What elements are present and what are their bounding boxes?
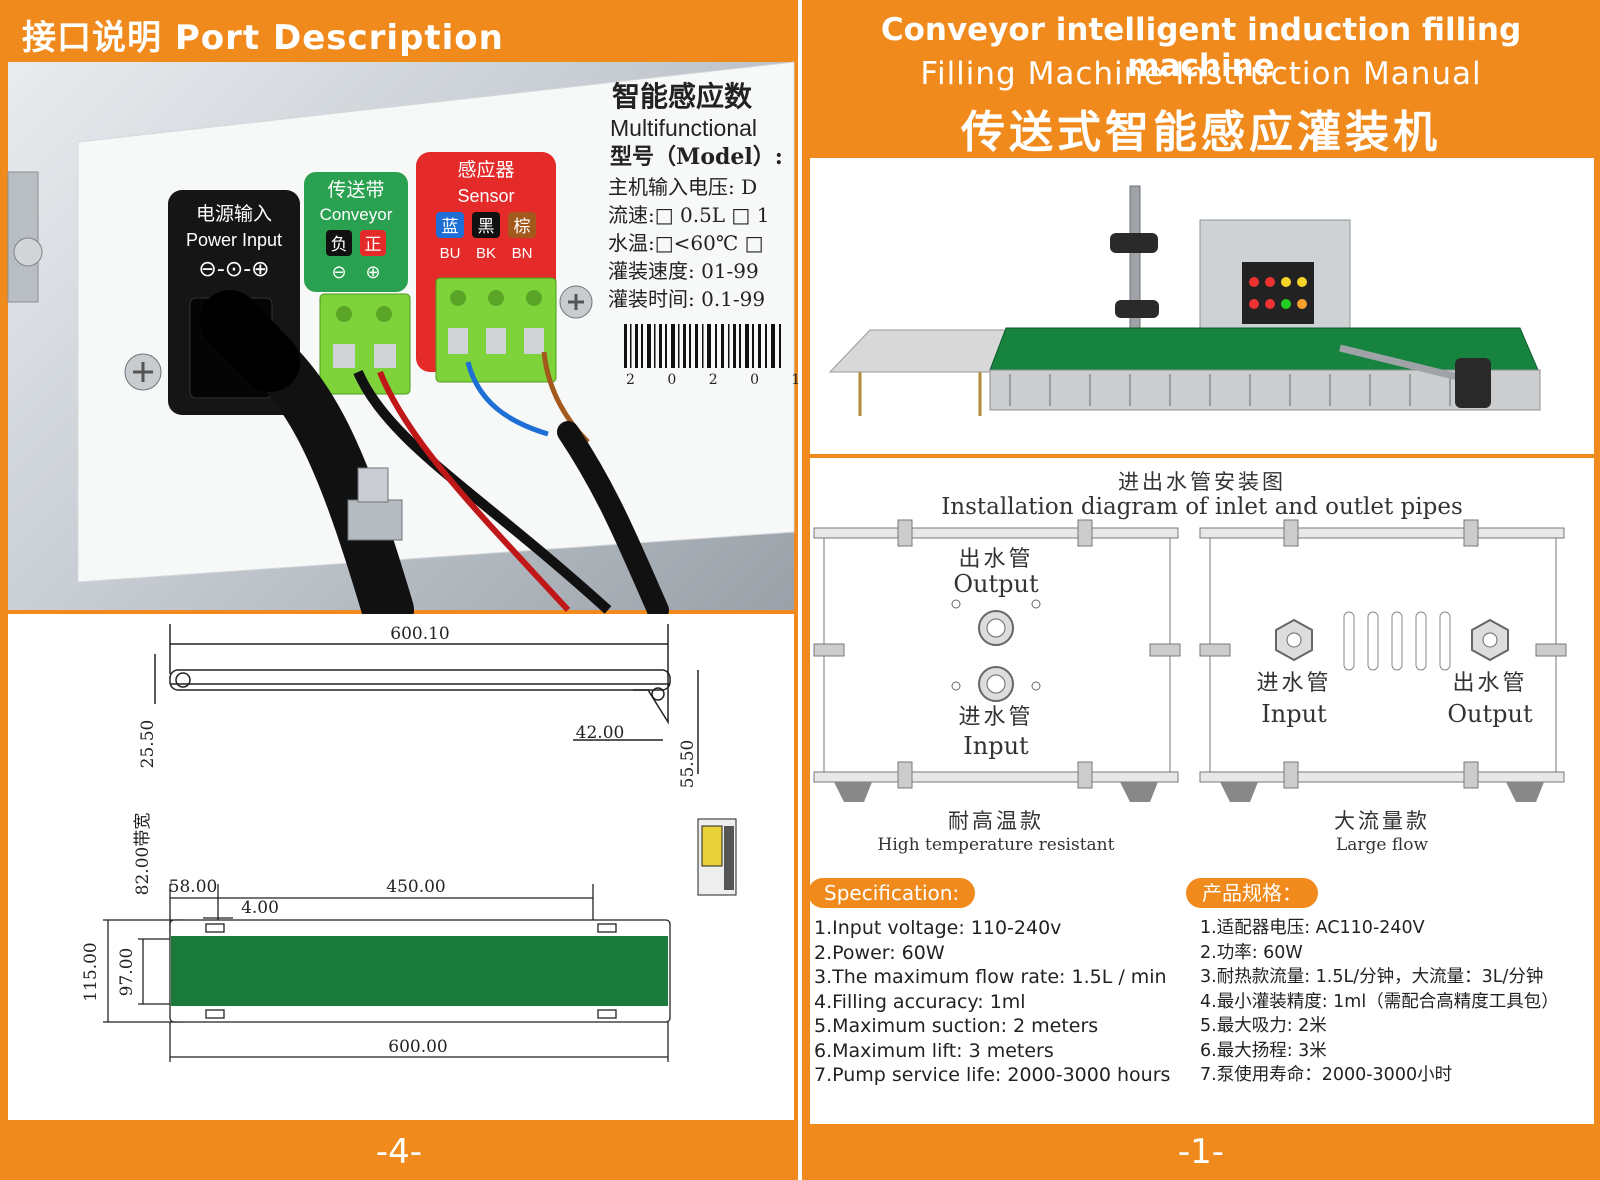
machine-photo-svg [828,185,1541,416]
plus-icon: ⊕ [365,262,380,283]
power-label-cn: 电源输入 [196,203,272,225]
right-output-label-en: Output [1447,700,1533,728]
end-view [697,818,737,896]
svg-text:2 0 2 0 1: 2 0 2 0 1 [626,372,814,388]
dim-overall-length: 600.10 [390,624,449,644]
left-caption-cn: 耐高温款 [948,809,1044,833]
title-line-1: Conveyor intelligent induction filling m… [880,12,1522,84]
spec-item: 6.最大扬程: 3米 [1200,1040,1327,1061]
left-input-label-en: Input [963,732,1029,760]
side-view [154,624,699,774]
power-label-en: Power Input [186,230,282,250]
page-divider [798,0,802,1180]
svg-text:主机输入电压: D: 主机输入电压: D [608,175,757,199]
spec-item: 5.最大吸力: 2米 [1200,1016,1327,1036]
left-input-label-cn: 进水管 [958,705,1033,730]
conveyor-belt-top-view [171,936,668,1006]
right-output-label-cn: 出水管 [1452,671,1527,696]
port-photo-svg: 电源输入 Power Input ⊖-⊙-⊕ 传送带 Conveyor 负 正 … [7,61,800,636]
sensor-code-bn: BN [512,245,533,262]
dim-overall-width: 115.00 [81,942,101,1001]
sensor-color-brown: 棕 [514,217,531,237]
svg-text:水温:□<60℃ □: 水温:□<60℃ □ [608,231,763,255]
dim-start-offset: 58.00 [169,877,218,897]
nameplate: 智能感应数 Multifunctional 型号（Model）: 主机输入电压:… [608,80,814,388]
sensor-label-cn: 感应器 [457,159,514,181]
conveyor-label-cn: 传送带 [327,179,384,201]
spec-item: 2.Power: 60W [814,941,945,964]
spec-list-cn: 1.适配器电压: AC110-240V 2.功率: 60W 3.耐热款流量: 1… [1200,916,1559,1088]
spec-item: 5.Maximum suction: 2 meters [814,1015,1099,1037]
svg-text:灌装时间: 0.1-99: 灌装时间: 0.1-99 [608,287,765,311]
spec-list-en: 1.Input voltage: 110-240v 2.Power: 60W 3… [814,916,1170,1088]
conveyor-port-label: 传送带 Conveyor 负 正 ⊖ ⊕ [304,172,408,292]
left-page: 接口说明 Port Description 电源输入 Power Input ⊖… [0,0,800,1180]
vent-slots-icon [1343,611,1451,671]
spec-item: 2.功率: 60W [1200,942,1303,963]
installation-diagram: 出水管 Output 进水管 Input [813,519,1567,855]
spec-item: 3.The maximum flow rate: 1.5L / min [814,966,1167,988]
right-input-label-en: Input [1261,700,1327,728]
barcode: 2 0 2 0 1 [624,324,814,388]
svg-text:灌装速度: 01-99: 灌装速度: 01-99 [608,259,759,283]
spec-item: 1.适配器电压: AC110-240V [1200,918,1425,938]
control-panel [1242,262,1314,324]
dim-inner-width: 97.00 [117,948,137,997]
port-photo: 电源输入 Power Input ⊖-⊙-⊕ 传送带 Conveyor 负 正 … [7,61,800,636]
conveyor-neg-label: 负 [331,235,348,255]
left-caption-en: High temperature resistant [878,835,1115,855]
machine-photo [810,158,1594,454]
port-description-header: 接口说明 Port Description [22,18,504,58]
svg-text:型号（Model）:: 型号（Model）: [610,144,783,170]
dim-small-offset: 4.00 [241,898,279,918]
right-caption-cn: 大流量款 [1334,809,1430,833]
right-caption-en: Large flow [1336,835,1428,855]
specification-tab-cn: 产品规格： [1186,878,1318,908]
svg-text:Multifunctional: Multifunctional [610,115,757,141]
svg-text:智能感应数: 智能感应数 [612,80,753,113]
dim-belt-width: 82.00带宽 [133,813,153,896]
right-page: Conveyor intelligent induction filling m… [802,0,1600,1180]
spec-item: 4.Filling accuracy: 1ml [814,990,1026,1013]
title-line-2: Filling Machine Instruction Manual [920,56,1482,92]
large-flow-box: 进水管 Input 出水管 Output [1199,519,1567,802]
specification-tab-en: Specification: [808,878,976,908]
spec-item: 7.泵使用寿命：2000-3000小时 [1200,1065,1453,1085]
left-output-label-cn: 出水管 [958,547,1033,572]
page-number-right: -1- [1177,1132,1225,1172]
spec-item: 7.Pump service life: 2000-3000 hours [814,1064,1171,1086]
title-line-3: 传送式智能感应灌装机 [961,107,1441,158]
dimension-drawing: 600.10 25.50 42.00 55.50 82.00带宽 [8,614,794,1120]
conveyor-pos-label: 正 [365,235,382,255]
power-polarity-icon: ⊖-⊙-⊕ [198,257,269,282]
installation-and-spec: 进出水管安装图 Installation diagram of inlet an… [808,458,1594,1124]
diagram-title-en: Installation diagram of inlet and outlet… [941,494,1463,520]
page-number-left: -4- [375,1132,423,1172]
sensor-color-black: 黑 [478,217,495,237]
sensor-cable [557,421,669,621]
diagram-title-cn: 进出水管安装图 [1118,470,1286,494]
dim-height: 25.50 [138,720,158,769]
dim-drop: 55.50 [678,740,698,789]
left-output-label-en: Output [953,570,1039,598]
sensor-label-en: Sensor [457,186,514,206]
spec-item: 3.耐热款流量: 1.5L/分钟，大流量：3L/分钟 [1200,967,1544,987]
spec-item: 1.Input voltage: 110-240v [814,917,1062,939]
dim-total-length: 600.00 [388,1037,447,1057]
dim-belt-length: 450.00 [386,877,445,897]
right-input-label-cn: 进水管 [1256,671,1331,696]
conveyor-label-en: Conveyor [320,205,393,224]
svg-text:流速:□ 0.5L □ 1: 流速:□ 0.5L □ 1 [608,203,769,227]
dimension-drawing-svg: 600.10 25.50 42.00 55.50 82.00带宽 [81,624,737,1062]
dim-offset: 42.00 [576,723,625,743]
high-temp-box: 出水管 Output 进水管 Input [813,519,1181,802]
sensor-color-blue: 蓝 [442,217,459,237]
spec-item: 6.Maximum lift: 3 meters [814,1039,1054,1062]
minus-icon: ⊖ [331,262,346,283]
spec-item: 4.最小灌装精度: 1ml（需配合高精度工具包） [1200,991,1559,1012]
sensor-code-bk: BK [476,245,496,262]
sensor-code-bu: BU [440,245,461,262]
